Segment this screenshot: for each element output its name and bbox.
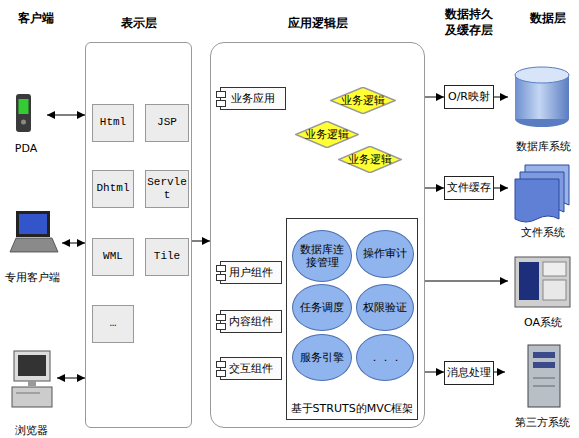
connector-arrow xyxy=(192,241,210,242)
tech-box: WML xyxy=(92,238,134,276)
component-box: 内容组件 xyxy=(220,310,282,333)
node-text: ．．． xyxy=(369,351,402,364)
diamond-outline xyxy=(339,146,402,172)
node-text: 任务调度 xyxy=(300,301,344,314)
node-text: 数据库连接管理 xyxy=(299,243,345,269)
server-icon xyxy=(528,345,560,407)
logic-diamond: 业务逻辑 xyxy=(295,121,359,148)
node-text: 操作审计 xyxy=(363,247,407,260)
layer-box: 应用逻辑层业务应用业务逻辑业务逻辑业务逻辑用户组件内容组件交互组件基于STRUT… xyxy=(210,42,425,428)
node-text: 第三方系统 xyxy=(515,416,570,430)
node-text: 交互组件 xyxy=(229,362,273,375)
connector-arrow xyxy=(425,281,508,282)
tech-box: Tile xyxy=(145,238,189,276)
node-text: Dhtml xyxy=(96,182,129,195)
desktop-icon xyxy=(12,351,52,407)
node-text: 业务逻辑 xyxy=(348,153,392,166)
layer-heading: 数据层 xyxy=(520,10,576,26)
connector-arrow xyxy=(425,372,444,373)
node-text: WML xyxy=(103,250,123,263)
node-text: JSP xyxy=(157,116,177,129)
tech-box: Servlet xyxy=(145,170,189,208)
component-box: 交互组件 xyxy=(220,357,282,380)
tech-box: JSP xyxy=(145,104,189,142)
node-text: Tile xyxy=(154,250,180,263)
data-system: 数据库系统 xyxy=(508,64,578,154)
service-ellipse: 数据库连接管理 xyxy=(292,230,352,282)
node-text: … xyxy=(110,317,117,330)
node-text: 数据库系统 xyxy=(516,140,571,154)
client-device: 专用客户端 xyxy=(2,205,62,285)
connector-arrow xyxy=(494,372,505,373)
node-text: 基于STRUTS的MVC框架 xyxy=(287,402,417,415)
service-ellipse: 任务调度 xyxy=(292,284,352,331)
node-text: PDA xyxy=(15,142,37,156)
service-ellipse: ．．． xyxy=(356,334,414,381)
node-text: 业务逻辑 xyxy=(305,128,349,141)
logic-diamond: 业务逻辑 xyxy=(330,87,396,114)
diamond-outline xyxy=(331,87,396,113)
pda-icon xyxy=(16,94,31,132)
node-text: 权限验证 xyxy=(363,301,407,314)
connector-arrow xyxy=(57,378,85,379)
client-device: 浏览器 xyxy=(5,348,57,438)
data-system: 文件系统 xyxy=(508,160,578,240)
layer-box: 表示层HtmlJSPDhtmlServletWMLTile… xyxy=(85,42,192,428)
cache-box: O/R映射 xyxy=(444,85,494,109)
node-text: 应用逻辑层 xyxy=(211,16,424,30)
node-text: 文件缓存 xyxy=(447,181,491,194)
node-text: 业务逻辑 xyxy=(341,94,385,107)
client-device: PDA xyxy=(5,88,47,156)
layer-heading: 数据持久及缓存层 xyxy=(440,6,498,38)
database-icon xyxy=(515,67,569,127)
node-text: OA系统 xyxy=(524,316,562,330)
connector-arrow xyxy=(494,188,508,189)
node-text: O/R映射 xyxy=(448,90,490,103)
connector-arrow xyxy=(425,188,444,189)
data-system: 第三方系统 xyxy=(505,340,579,430)
node-text: 业务应用 xyxy=(231,92,275,105)
node-text: 用户组件 xyxy=(229,266,273,279)
data-system: OA系统 xyxy=(508,252,578,330)
node-text: 内容组件 xyxy=(229,315,273,328)
tech-box: Dhtml xyxy=(92,170,134,208)
connector-arrow xyxy=(47,115,85,116)
connector-arrow xyxy=(425,97,444,98)
node-text: 文件系统 xyxy=(521,226,565,240)
service-ellipse: 权限验证 xyxy=(356,284,414,331)
component-box: 业务应用 xyxy=(220,87,286,110)
node-text: Html xyxy=(100,116,126,129)
diamond-outline xyxy=(296,121,359,147)
service-ellipse: 操作审计 xyxy=(356,230,414,278)
service-ellipse: 服务引擎 xyxy=(292,334,352,381)
file-stack-icon xyxy=(515,165,569,222)
node-text: Servlet xyxy=(146,176,188,202)
component-box: 用户组件 xyxy=(220,261,282,284)
node-text: 消息处理 xyxy=(447,366,491,379)
node-text: 服务引擎 xyxy=(300,351,344,364)
framework-box: 基于STRUTS的MVC框架 数据库连接管理 操作审计任务调度 权限验证服务引擎 ．．． xyxy=(286,218,418,420)
tech-box: Html xyxy=(92,104,134,142)
node-text: 表示层 xyxy=(86,16,191,30)
node-text: 浏览器 xyxy=(15,424,48,438)
node-text: 专用客户端 xyxy=(5,271,60,285)
cache-box: 消息处理 xyxy=(444,361,494,385)
connector-arrow xyxy=(494,97,508,98)
layer-heading: 客户端 xyxy=(6,10,66,26)
logic-diamond: 业务逻辑 xyxy=(338,146,402,173)
cache-box: 文件缓存 xyxy=(444,176,494,200)
laptop-icon xyxy=(10,211,58,252)
oa-system-icon xyxy=(515,257,570,307)
tech-box: … xyxy=(92,305,134,343)
connector-arrow xyxy=(62,243,85,244)
